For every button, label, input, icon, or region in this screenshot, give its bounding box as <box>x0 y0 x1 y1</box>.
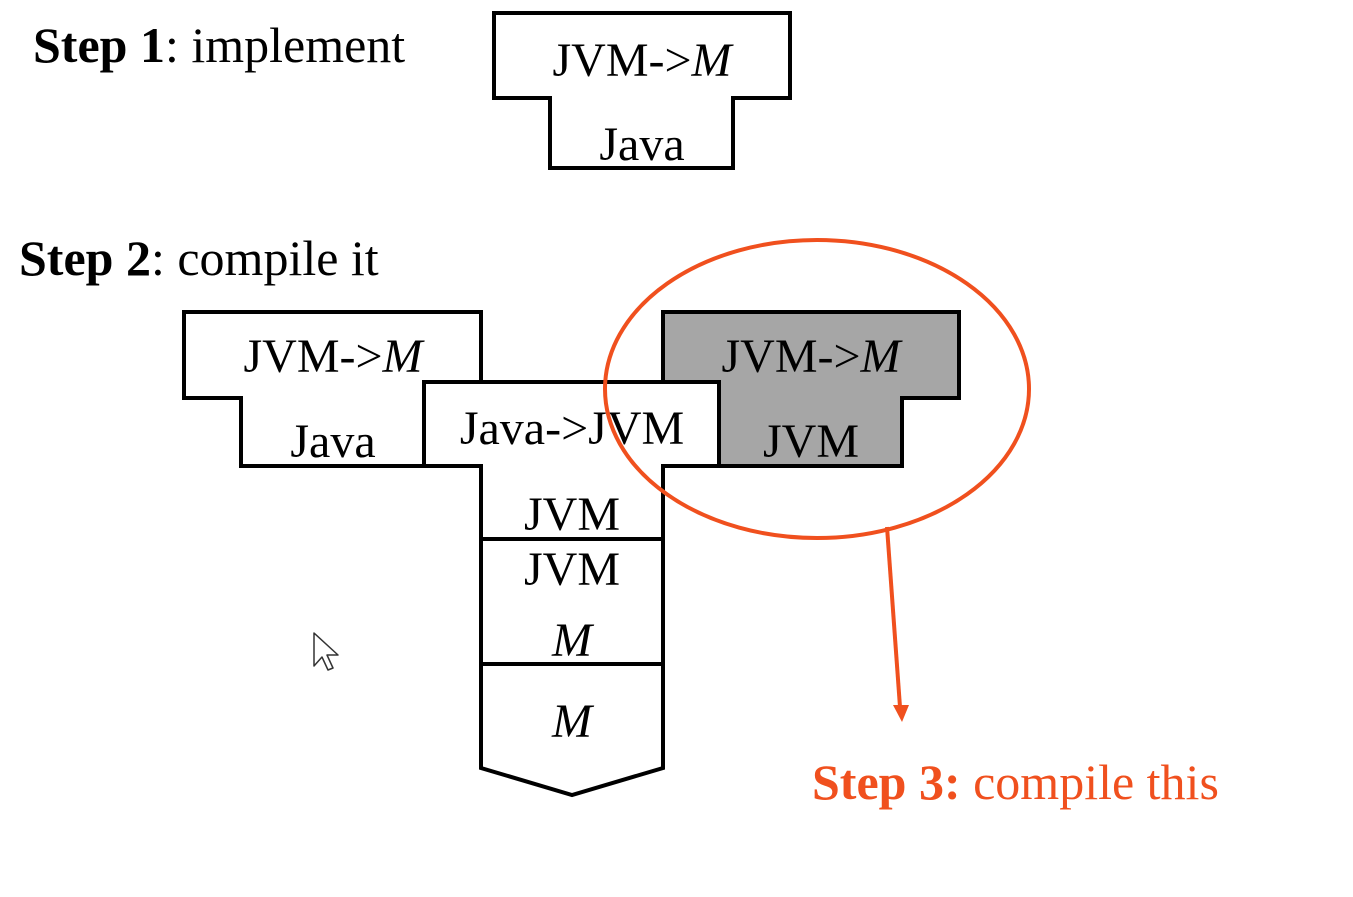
interpreter-top: JVM <box>524 543 620 596</box>
step2-rest: : compile it <box>151 230 379 286</box>
step3-bold: Step 3: <box>812 754 961 810</box>
step2-bold: Step 2 <box>19 230 151 286</box>
left-t-bottom: Java <box>290 415 375 468</box>
left-t-top: JVM->M <box>243 330 425 383</box>
highlight-ellipse <box>603 238 1031 540</box>
step1-t-shape <box>492 11 792 170</box>
machine-label: M <box>551 695 595 748</box>
middle-t-top: Java->JVM <box>460 402 684 455</box>
step3-rest: compile this <box>961 754 1219 810</box>
step1-t-diagram: JVM->M Java <box>492 11 792 171</box>
right-t-top: JVM->M <box>721 330 903 383</box>
step2-label: Step 2: compile it <box>19 230 379 286</box>
step1-bold: Step 1 <box>33 17 165 73</box>
machine-block: M <box>479 662 665 798</box>
pointer-arrow <box>885 526 909 722</box>
right-t-bottom: JVM <box>763 415 859 468</box>
interpreter-shape <box>479 537 665 666</box>
right-t-diagram: JVM->M JVM <box>661 310 961 468</box>
middle-t-shape <box>422 380 721 541</box>
step3-label: Step 3: compile this <box>812 754 1219 810</box>
step1-t-top: JVM->M <box>552 34 734 87</box>
step1-rest: : implement <box>165 17 405 73</box>
step1-t-bottom: Java <box>599 118 684 171</box>
mouse-pointer-icon <box>313 632 339 671</box>
interpreter-bottom: M <box>551 614 595 667</box>
interpreter-block: JVM M <box>479 537 665 667</box>
middle-t-diagram: Java->JVM JVM <box>422 380 721 541</box>
left-t-diagram: JVM->M Java <box>182 310 483 468</box>
middle-t-bottom: JVM <box>524 488 620 541</box>
step1-label: Step 1: implement <box>33 17 405 73</box>
